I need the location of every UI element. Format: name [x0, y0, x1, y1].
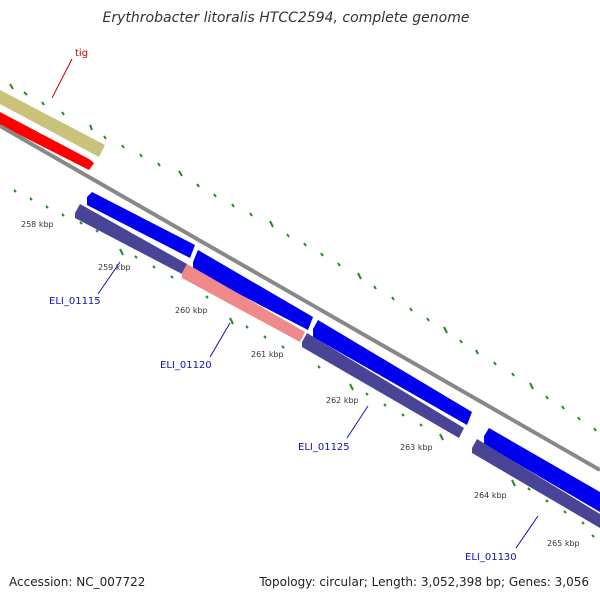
gene-callout-line-4: [515, 515, 539, 549]
tick-label-264: 264 kbp: [474, 491, 507, 500]
cds-arrow-1[interactable]: [87, 192, 195, 258]
genome-backbone-inner: [0, 133, 600, 484]
genome-backbone: [0, 124, 600, 472]
gene-bar-2[interactable]: [182, 264, 305, 342]
tig-feature-track[interactable]: [0, 90, 105, 157]
tig-callout-line: [51, 58, 73, 99]
gene-label-eli-01125[interactable]: ELI_01125: [298, 442, 350, 453]
gene-callout-line-2: [209, 322, 231, 358]
gene-callout-line-1: [97, 261, 121, 295]
accession-text: Accession: NC_007722: [9, 575, 145, 589]
tig-cds-arrow[interactable]: [0, 112, 94, 170]
tick-label-261: 261 kbp: [251, 350, 284, 359]
genome-title: Erythrobacter litoralis HTCC2594, comple…: [103, 10, 470, 26]
tick-label-258: 258 kbp: [21, 220, 54, 229]
tig-label[interactable]: tig: [75, 48, 88, 59]
inner-tick-ring: [13, 189, 595, 538]
gene-bar-3[interactable]: [302, 333, 464, 438]
gene-callout-line-3: [346, 405, 369, 439]
outer-tick-ring: [9, 83, 597, 432]
tick-label-263: 263 kbp: [400, 443, 433, 452]
tick-label-259: 259 kbp: [98, 263, 131, 272]
gene-bar-4[interactable]: [472, 439, 600, 528]
gene-label-eli-01115[interactable]: ELI_01115: [49, 296, 101, 307]
gene-bar-1[interactable]: [75, 204, 187, 274]
gene-label-eli-01120[interactable]: ELI_01120: [160, 360, 212, 371]
gene-label-eli-01130[interactable]: ELI_01130: [465, 552, 517, 563]
cds-arrow-3[interactable]: [313, 320, 472, 425]
tick-label-262: 262 kbp: [326, 396, 359, 405]
cds-arrow-4[interactable]: [484, 428, 600, 512]
genome-summary-text: Topology: circular; Length: 3,052,398 bp…: [258, 575, 589, 589]
tick-label-260: 260 kbp: [175, 306, 208, 315]
cds-arrow-2[interactable]: [193, 250, 313, 330]
tick-label-265: 265 kbp: [547, 539, 580, 548]
